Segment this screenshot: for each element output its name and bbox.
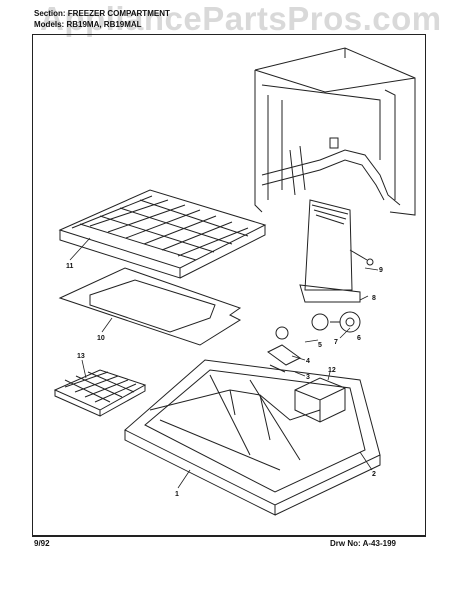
model-line: Models: RB19MA, RB19MAL bbox=[34, 20, 142, 29]
callout-4: 4 bbox=[306, 358, 310, 365]
revision-date: 9/92 bbox=[34, 539, 50, 548]
freezer-shelf bbox=[58, 189, 267, 279]
callout-13: 13 bbox=[77, 353, 85, 360]
ice-cube-tray bbox=[53, 369, 147, 417]
callout-9: 9 bbox=[379, 267, 383, 274]
callout-7: 7 bbox=[334, 339, 338, 346]
callout-leaders bbox=[69, 237, 379, 489]
callout-2: 2 bbox=[372, 471, 376, 478]
drawing-number-value: A-43-199 bbox=[362, 539, 396, 548]
callout-3: 3 bbox=[306, 374, 310, 381]
shelf-liner bbox=[58, 267, 242, 346]
callout-1: 1 bbox=[175, 491, 179, 498]
freezer-cabinet bbox=[254, 47, 416, 216]
callout-11: 11 bbox=[66, 263, 74, 270]
fan-motor-assembly bbox=[275, 311, 361, 340]
callout-8: 8 bbox=[372, 295, 376, 302]
drawing-number: Drw No: A-43-199 bbox=[330, 539, 396, 548]
watermark: AppliancePartsPros.com bbox=[40, 0, 442, 37]
evaporator-cover bbox=[299, 199, 361, 303]
callout-5: 5 bbox=[318, 342, 322, 349]
diagram-frame bbox=[32, 34, 426, 536]
footer-divider bbox=[32, 536, 426, 537]
screw bbox=[349, 249, 374, 266]
drawing-number-label: Drw No: bbox=[330, 539, 361, 548]
section-title: Section: FREEZER COMPARTMENT bbox=[34, 9, 170, 18]
diagram-header: Section: FREEZER COMPARTMENT Models: RB1… bbox=[34, 8, 434, 30]
fan-bracket bbox=[267, 344, 301, 373]
freezer-liner-pan bbox=[124, 359, 381, 516]
duct-cover bbox=[294, 377, 346, 423]
callout-6: 6 bbox=[357, 335, 361, 342]
callout-10: 10 bbox=[97, 335, 105, 342]
callout-12: 12 bbox=[328, 367, 336, 374]
